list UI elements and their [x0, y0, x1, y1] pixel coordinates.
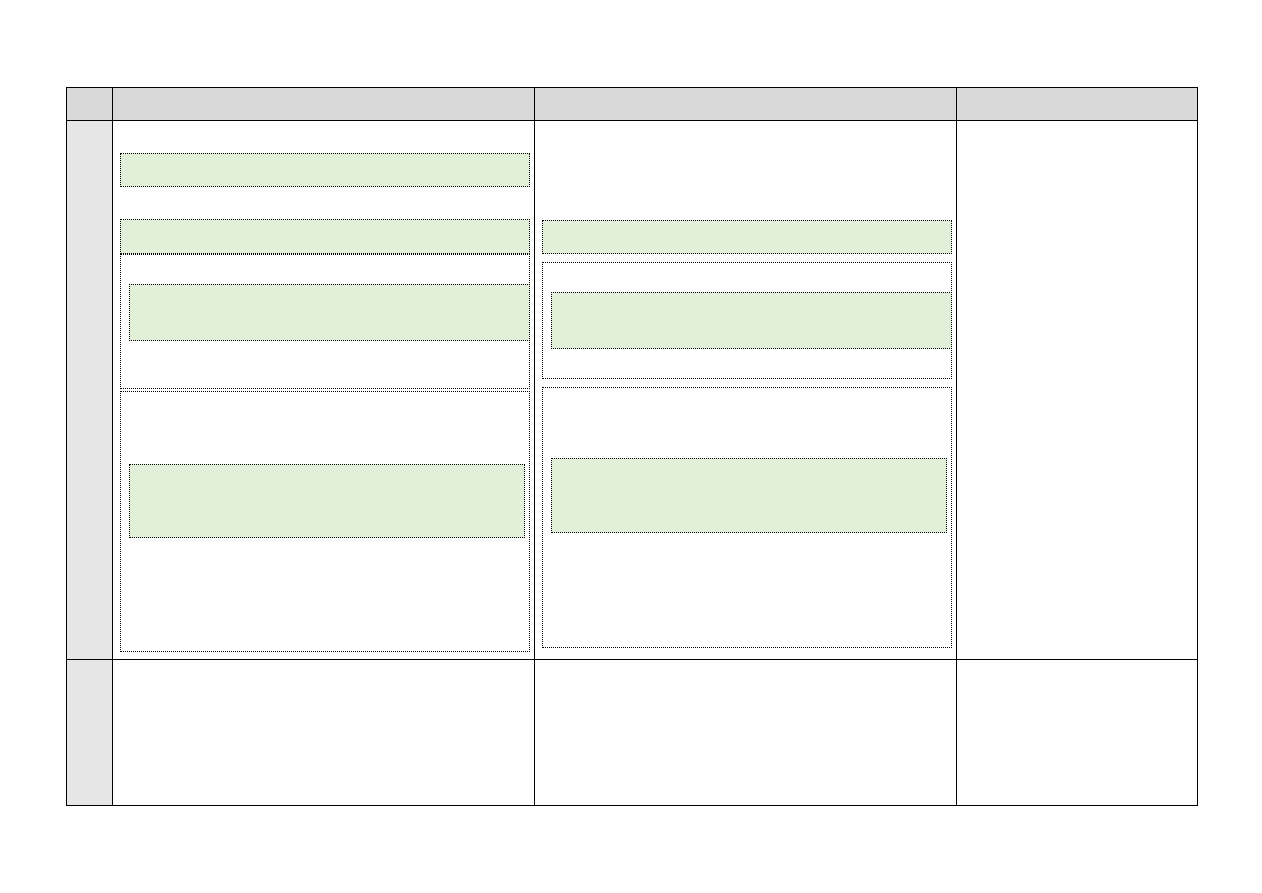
- col2-highlight-box-1: [542, 220, 952, 254]
- col2-group-box-2: [542, 387, 952, 648]
- table-row-divider: [66, 659, 1198, 660]
- table-col-divider-1: [112, 87, 113, 806]
- col1-group-box-2: [120, 391, 530, 652]
- table-col-divider-2: [534, 87, 535, 806]
- table-border-top: [66, 87, 1198, 88]
- col2-group-2-highlight: [551, 458, 947, 533]
- table-col-divider-3: [956, 87, 957, 806]
- table-header-row: [66, 87, 1197, 120]
- col1-highlight-box-1: [120, 153, 530, 187]
- table-border-right: [1197, 87, 1198, 806]
- table-border-left: [66, 87, 67, 806]
- col1-highlight-box-2: [120, 219, 530, 254]
- row-label-column: [66, 120, 112, 805]
- col1-group-1-highlight: [129, 284, 530, 341]
- table-header-divider: [66, 120, 1198, 121]
- table-border-bottom: [66, 805, 1198, 806]
- col1-group-2-highlight: [129, 464, 525, 538]
- col2-group-1-highlight: [551, 292, 952, 349]
